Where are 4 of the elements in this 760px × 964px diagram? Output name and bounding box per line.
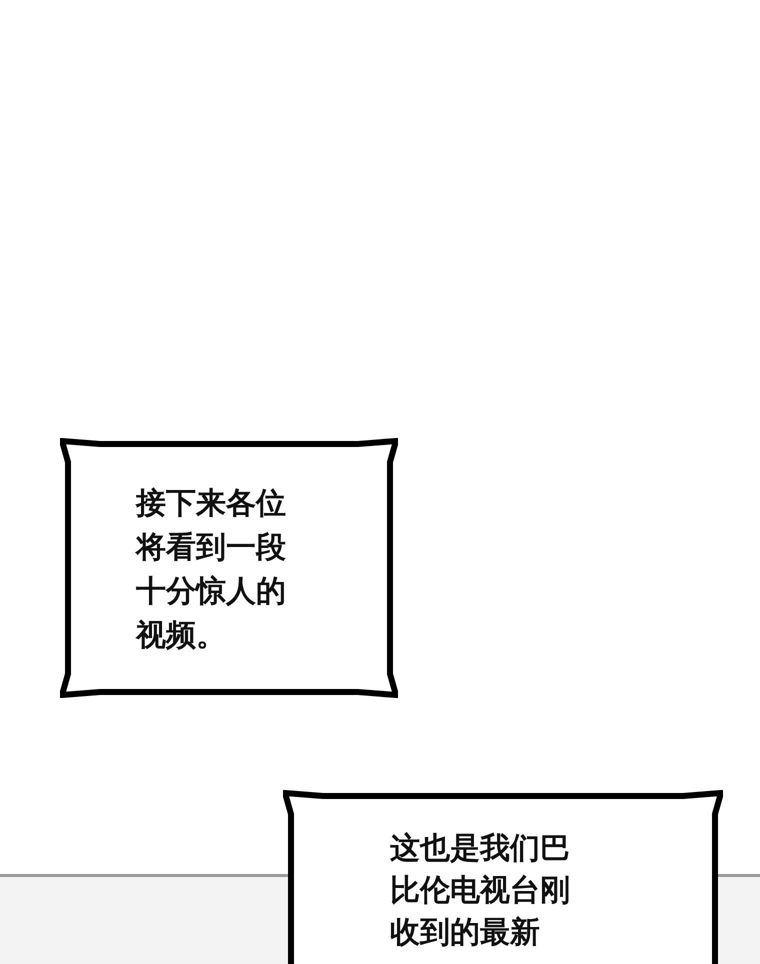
speech-text: 接下来各位将看到一段十分惊人的视频。 <box>136 485 287 655</box>
speech-box <box>283 790 723 964</box>
speech-box <box>60 438 398 698</box>
speech-text: 这也是我们巴比伦电视台刚收到的最新 <box>390 830 571 952</box>
